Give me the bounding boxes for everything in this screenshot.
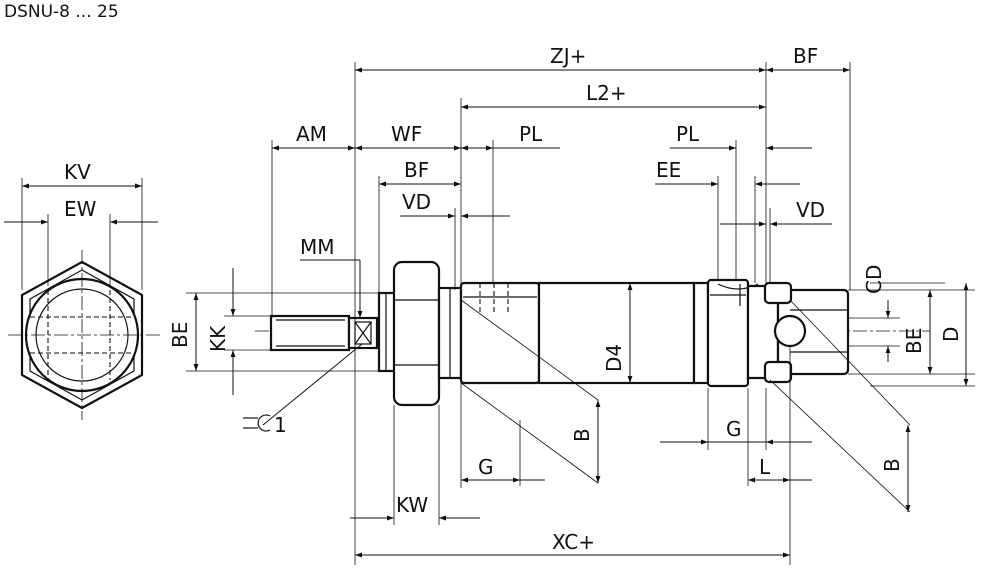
pl-front-label: PL: [519, 122, 543, 146]
bf-front-label: BF: [404, 158, 429, 182]
l2-label: L2+: [586, 81, 627, 105]
end-view: [4, 178, 160, 420]
cd-label: CD: [862, 265, 886, 294]
be-rear-label: BE: [902, 328, 926, 354]
kw-label: KW: [396, 493, 428, 517]
wrench-size-label: 1: [274, 413, 287, 437]
bf-rear-label: BF: [793, 44, 818, 68]
cylinder-barrel: [459, 278, 759, 388]
clevis-pin-hole: [773, 314, 807, 348]
g-rear-label: G: [726, 417, 742, 441]
mm-label: MM: [300, 235, 335, 259]
ee-label: EE: [656, 158, 681, 182]
g-front-label: G: [478, 455, 494, 479]
piston-rod: [269, 314, 379, 352]
b-rear-label: B: [880, 458, 904, 472]
mounting-nut: [377, 260, 463, 407]
d-label: D: [939, 327, 963, 342]
kk-label: KK: [206, 325, 230, 352]
ew-label: EW: [64, 197, 97, 221]
rear-clevis: [746, 281, 850, 384]
xc-label: XC+: [552, 530, 595, 554]
d4-label: D4: [602, 344, 626, 372]
am-label: AM: [296, 122, 327, 146]
zj-label: ZJ+: [550, 44, 586, 68]
wf-label: WF: [391, 122, 422, 146]
b-front-label: B: [570, 428, 594, 442]
vd-rear-label: VD: [796, 198, 825, 222]
drawing-title: DSNU-8 ... 25: [4, 2, 119, 22]
vd-front-label: VD: [402, 190, 431, 214]
pl-rear-label: PL: [676, 122, 700, 146]
kv-label: KV: [64, 160, 91, 184]
dimensions: [186, 62, 975, 565]
be-front-label: BE: [168, 322, 192, 348]
l-label: L: [759, 455, 771, 479]
wrench-icon: [243, 414, 271, 432]
